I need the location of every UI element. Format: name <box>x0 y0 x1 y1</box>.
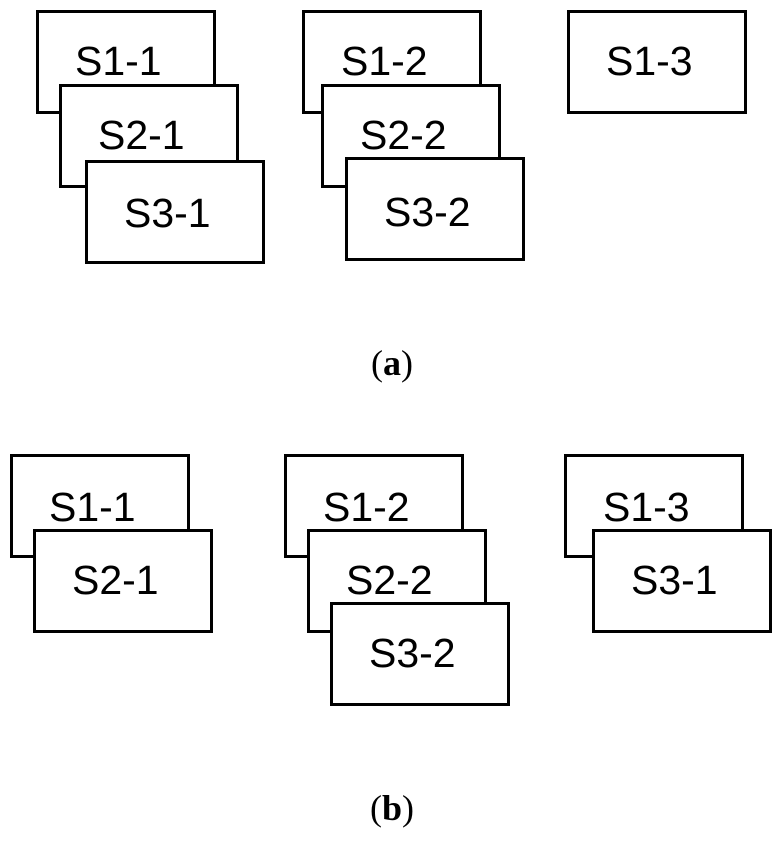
card-label: S2-2 <box>346 557 433 603</box>
card-label: S1-2 <box>341 38 428 84</box>
caption-b: (b) <box>369 788 415 828</box>
card-label: S1-3 <box>606 38 693 84</box>
card-label: S1-3 <box>603 484 690 530</box>
card-label: S1-2 <box>323 484 410 530</box>
card-label: S3-1 <box>124 190 211 236</box>
card-s3-1: S3-1 <box>85 160 265 264</box>
card-label: S2-2 <box>360 112 447 158</box>
card-label: S1-1 <box>75 38 162 84</box>
card-s3-1: S3-1 <box>592 529 772 633</box>
card-s3-2: S3-2 <box>345 157 525 261</box>
card-label: S1-1 <box>49 484 136 530</box>
card-s2-1: S2-1 <box>33 529 213 633</box>
card-label: S2-1 <box>98 112 185 158</box>
card-label: S3-1 <box>631 557 718 603</box>
panel-a: S1-1 S2-1 S3-1 S1-2 S2-2 S3-2 S1-3 (a) <box>0 0 784 420</box>
card-label: S3-2 <box>384 189 471 235</box>
card-s3-2: S3-2 <box>330 602 510 706</box>
panel-b: S1-1 S2-1 S1-2 S2-2 S3-2 S1-3 S3-1 (b) <box>0 440 784 850</box>
card-label: S2-1 <box>72 557 159 603</box>
card-label: S3-2 <box>369 630 456 676</box>
caption-a: (a) <box>371 343 413 383</box>
card-s1-3: S1-3 <box>567 10 747 114</box>
